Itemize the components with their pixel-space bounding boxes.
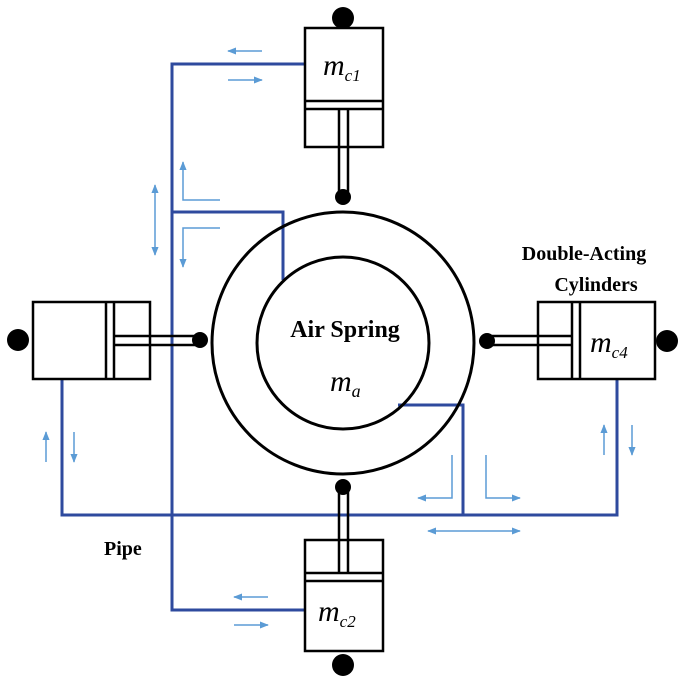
- cylinder-right: [492, 300, 657, 381]
- bottom-outer-joint: [332, 654, 354, 676]
- mass-label-ma: ma: [330, 365, 361, 401]
- flow-arrows: [42, 47, 636, 629]
- pipe-right-branch: [398, 403, 465, 515]
- outer-ring: [210, 210, 476, 476]
- cylinder-bottom: [303, 492, 385, 653]
- arrow-icon: [485, 455, 521, 502]
- double-acting-label-line2: Cylinders: [554, 274, 638, 296]
- pipe-inner-branch: [172, 210, 285, 280]
- left-outer-joint: [7, 329, 29, 351]
- bottom-ring-joint: [335, 479, 351, 495]
- double-acting-label-line1: Double-Acting: [522, 243, 646, 265]
- cylinder-left: [31, 300, 196, 381]
- pipe-label: Pipe: [104, 538, 142, 560]
- right-ring-joint: [479, 333, 495, 349]
- air-spring-label: Air Spring: [290, 317, 400, 343]
- mass-label-mc4: mc4: [590, 326, 628, 362]
- cylinder-top: [303, 26, 385, 192]
- arrow-icon: [179, 227, 220, 268]
- mass-label-mc1: mc1: [323, 49, 361, 85]
- arrow-icon: [179, 161, 220, 201]
- top-ring-joint: [335, 189, 351, 205]
- arrow-icon: [417, 455, 453, 502]
- mass-label-mc2: mc2: [318, 595, 356, 631]
- air-spring: [210, 210, 476, 476]
- left-ring-joint: [192, 332, 208, 348]
- right-outer-joint: [656, 330, 678, 352]
- inner-chamber: [255, 255, 431, 431]
- top-outer-joint: [332, 7, 354, 29]
